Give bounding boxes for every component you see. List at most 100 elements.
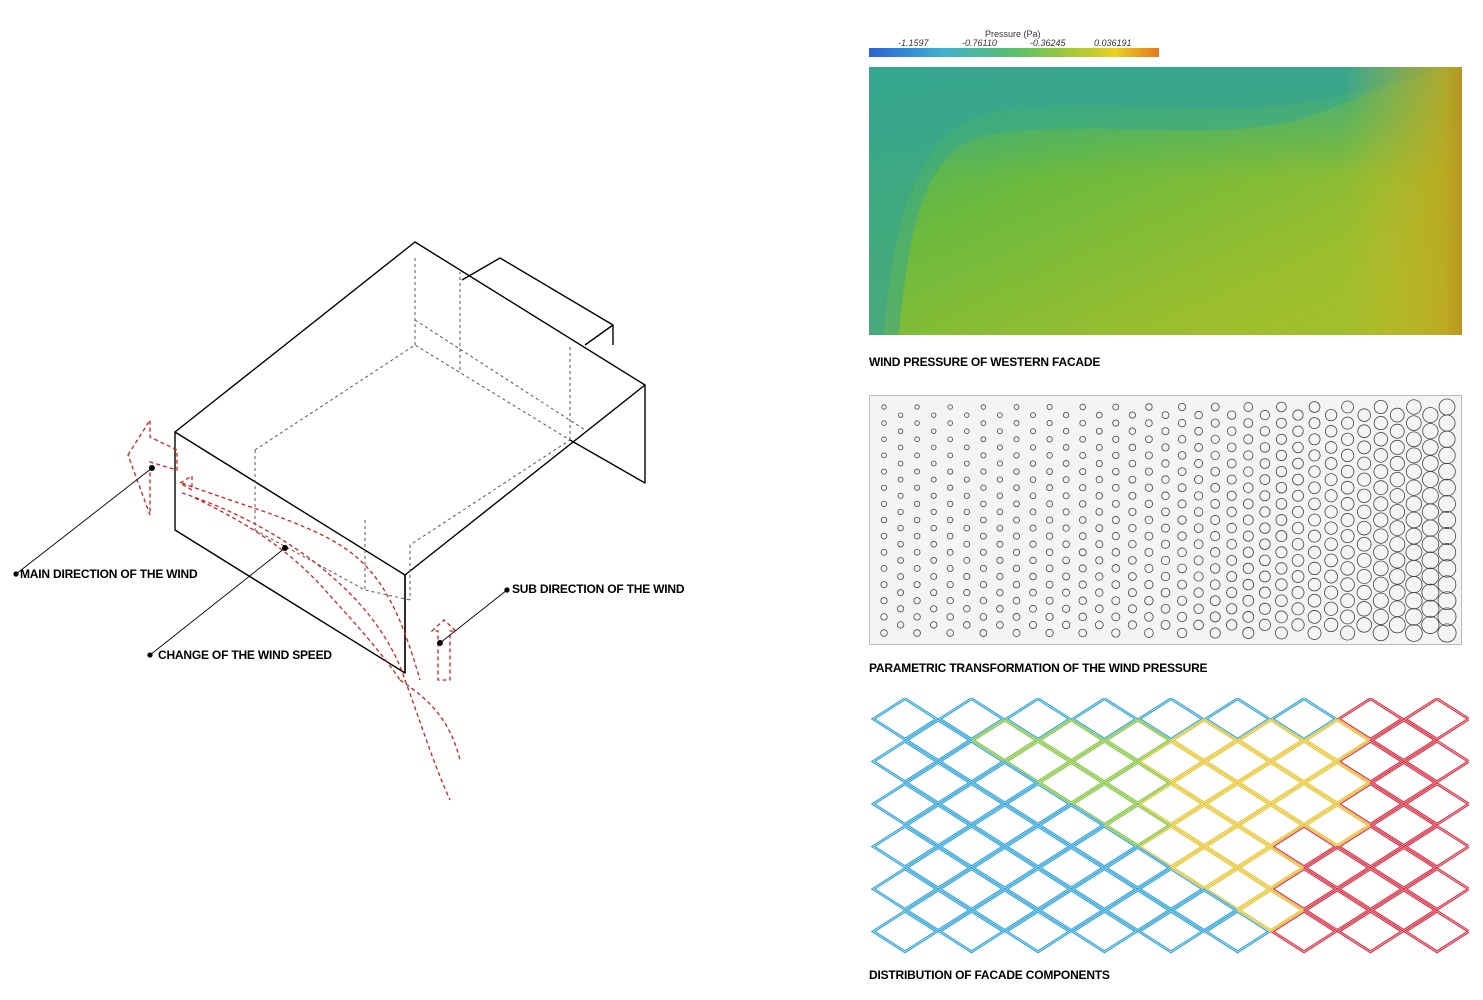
- facade-component-diamond: [1272, 698, 1336, 740]
- pattern-circle: [1078, 596, 1087, 605]
- pattern-circle: [1127, 604, 1137, 614]
- facade-component-diamond: [937, 782, 1006, 826]
- facade-component-diamond: [1172, 762, 1236, 803]
- pattern-circle: [1226, 571, 1238, 582]
- pattern-circle: [914, 436, 920, 443]
- inner-edge-6: [414, 319, 586, 431]
- pattern-circle: [1193, 491, 1204, 501]
- pattern-circle: [1062, 444, 1070, 451]
- pattern-circle: [1242, 530, 1254, 542]
- facade-component-diamond: [1302, 845, 1372, 890]
- wind-path-lower: [194, 497, 401, 681]
- facade-component-diamond: [937, 909, 1006, 954]
- pattern-circle: [1012, 596, 1021, 605]
- pattern-circle: [1258, 586, 1271, 599]
- inner-volume-dashed: [254, 344, 571, 546]
- pattern-circle: [963, 605, 971, 613]
- facade-component-diamond: [1136, 867, 1206, 911]
- facade-component-diamond: [1136, 782, 1206, 826]
- pattern-circle: [1259, 490, 1271, 502]
- pattern-circle: [1242, 594, 1255, 607]
- pattern-circle: [1078, 564, 1087, 573]
- pattern-circle: [1275, 546, 1288, 559]
- facade-component-diamond: [1106, 890, 1170, 931]
- pattern-circle: [897, 605, 905, 613]
- pattern-circle: [980, 532, 987, 540]
- pattern-circle: [897, 492, 904, 499]
- pattern-circle: [963, 444, 970, 451]
- facade-component-diamond: [1070, 698, 1139, 741]
- pattern-circle: [1291, 538, 1305, 551]
- block-front-face: [174, 431, 406, 674]
- pattern-circle: [1308, 529, 1321, 543]
- wind-exit-right: [399, 679, 461, 761]
- pattern-circle: [1177, 451, 1187, 460]
- facade-component-diamond: [1003, 782, 1073, 826]
- block-top-outline: [174, 241, 646, 576]
- facade-component-diamond: [1070, 782, 1139, 826]
- pattern-circle: [1340, 577, 1355, 592]
- pattern-circle: [980, 484, 987, 491]
- pattern-circle: [1194, 426, 1203, 436]
- pattern-circle: [1372, 592, 1389, 609]
- pattern-circle: [913, 629, 921, 637]
- pattern-circle: [930, 492, 937, 499]
- pattern-circle: [1013, 500, 1020, 508]
- sub-wind-arrow: [430, 619, 458, 681]
- facade-component-diamond: [1336, 824, 1405, 869]
- pattern-circle: [1405, 608, 1423, 626]
- pattern-circle: [1324, 553, 1338, 568]
- pattern-circle: [930, 508, 937, 516]
- pattern-circle: [1259, 474, 1271, 485]
- pattern-circle: [1194, 459, 1204, 468]
- pattern-circle: [1062, 588, 1071, 597]
- pattern-circle: [1372, 624, 1389, 642]
- pattern-circle: [1210, 563, 1221, 574]
- pattern-circle: [1291, 586, 1305, 600]
- pattern-circle: [1357, 408, 1371, 422]
- facade-component-diamond: [940, 868, 1003, 910]
- pattern-circle: [1160, 555, 1171, 565]
- pattern-circle: [1029, 476, 1037, 483]
- facade-component-diamond: [1172, 805, 1236, 846]
- pattern-circle: [1292, 441, 1304, 454]
- pattern-circle: [1029, 620, 1037, 629]
- pattern-circle: [1161, 507, 1170, 517]
- pattern-circle: [897, 476, 904, 483]
- pattern-circle: [1095, 427, 1103, 435]
- pattern-circle: [1161, 523, 1170, 533]
- facade-component-diamond: [1239, 805, 1303, 846]
- pattern-circle: [1274, 626, 1288, 640]
- facade-component-diamond: [1070, 739, 1139, 784]
- pattern-circle: [1243, 450, 1254, 461]
- pattern-circle: [897, 573, 905, 580]
- pattern-circle: [946, 581, 954, 589]
- pattern-circle: [1276, 401, 1287, 413]
- pattern-circle: [1210, 418, 1220, 428]
- pattern-circle: [1013, 516, 1020, 524]
- pattern-circle: [1128, 539, 1137, 549]
- pattern-circle: [897, 508, 904, 515]
- pattern-circle: [1145, 435, 1153, 444]
- facade-component-diamond: [1070, 824, 1139, 869]
- pattern-circle: [1340, 593, 1355, 609]
- pattern-circle: [1437, 559, 1457, 578]
- pattern-circle: [1242, 514, 1254, 526]
- leader-speed: [149, 547, 286, 656]
- pattern-circle: [963, 540, 971, 548]
- facade-component-diamond: [873, 826, 937, 867]
- pattern-circle: [1437, 607, 1457, 627]
- pattern-circle: [1112, 419, 1120, 427]
- pattern-circle: [880, 613, 888, 621]
- label-sub-direction: SUB DIRECTION OF THE WIND: [512, 582, 685, 596]
- pattern-circle: [1389, 488, 1406, 504]
- pattern-circle: [1259, 458, 1271, 469]
- pattern-circle: [1307, 577, 1322, 592]
- facade-component-diamond: [973, 762, 1037, 803]
- pattern-circle: [996, 492, 1004, 499]
- pattern-circle: [1144, 499, 1154, 509]
- pattern-circle: [1243, 418, 1254, 429]
- pattern-circle: [1095, 540, 1104, 549]
- facade-component-diamond: [1139, 783, 1203, 825]
- pattern-circle: [1144, 515, 1154, 525]
